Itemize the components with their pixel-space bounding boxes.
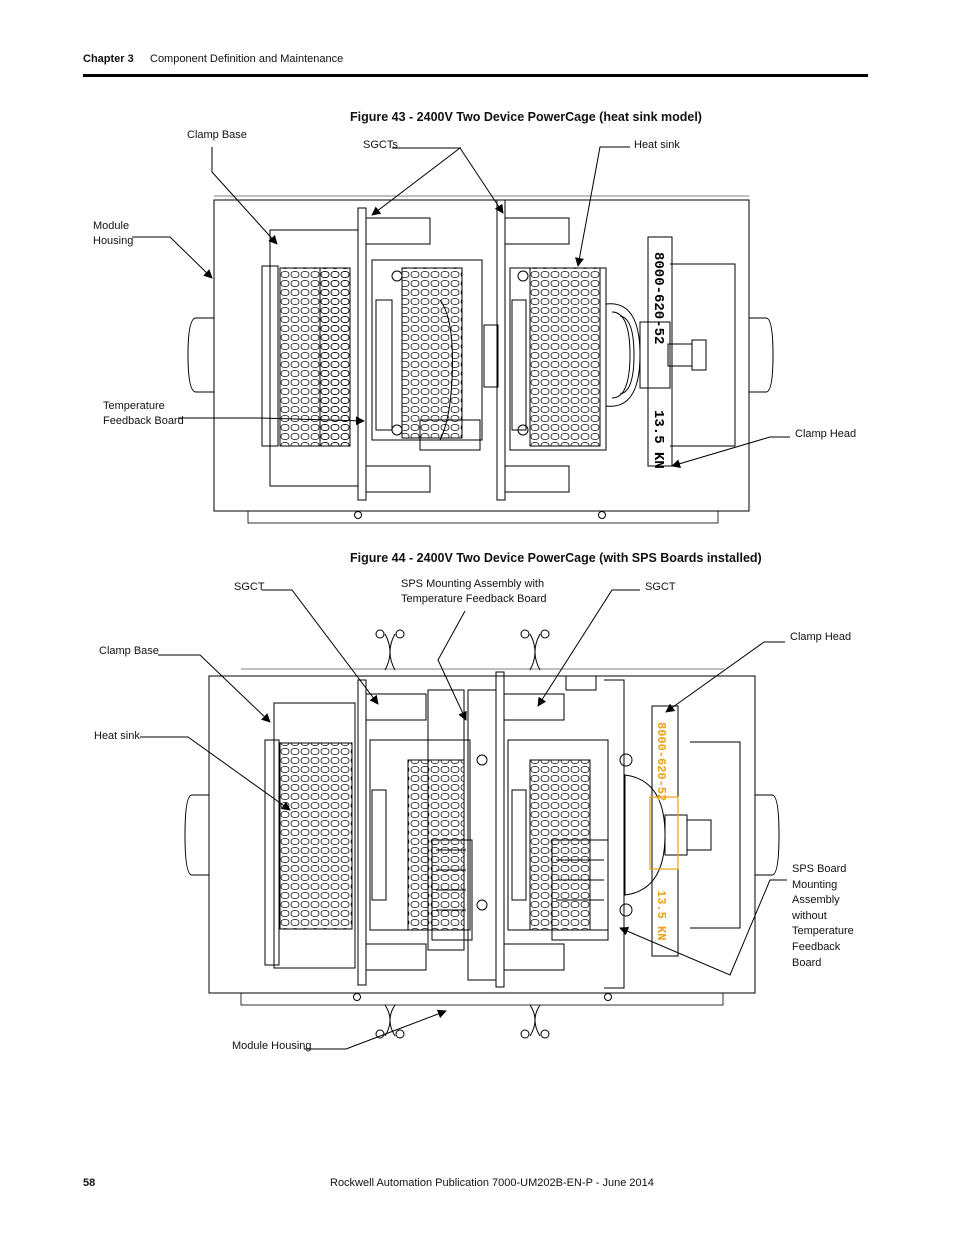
fig43-sgct-2 [496,199,506,501]
fig44-sps-board-line7: Board [792,956,822,969]
fig43-label-clamp-base: Clamp Base [187,129,247,141]
figure-43-drawing [187,195,774,524]
fig43-part-number-stamp: 8000-620-52 [650,252,666,344]
fig44-label-sps-mounting-line1: SPS Mounting Assembly with [401,578,545,590]
section-title: Component Definition and Maintenance [150,53,344,65]
fig43-label-sgcts: SGCTs [363,139,398,151]
fig44-sps-board-line6: Feedback [792,940,841,953]
fig43-label-heat-sink: Heat sink [634,139,680,151]
fig44-clamp-base [273,702,356,969]
fig43-rating-stamp: 13.5 KN [650,410,666,469]
fig44-label-clamp-base: Clamp Base [99,645,159,657]
chapter-label: Chapter 3 [83,53,134,65]
fig43-label-module-housing-line2: Housing [93,235,134,247]
fig43-leader-lines [132,146,790,469]
fig44-sgct-1 [357,679,367,986]
fig44-sps-board-line3: Assembly [792,894,840,907]
fig44-label-clamp-head: Clamp Head [790,631,852,643]
fig43-label-temperature-feedback-board: Temperature Feedback Board [103,399,184,429]
fig44-label-sps-mounting: SPS Mounting Assembly with Temperature F… [401,577,547,607]
fig44-label-sps-mounting-line2: Temperature Feedback Board [401,593,547,605]
fig44-heat-sink-1 [279,742,353,930]
fig43-label-tfb-line1: Temperature [103,400,165,412]
fig44-part-number-stamp: 8000-620-52 [654,722,668,801]
fig44-leader-lines [140,589,787,1050]
fig44-sgct-2 [495,671,505,988]
fig44-label-sgct-right: SGCT [645,581,676,593]
fig43-sgct-1 [357,207,367,501]
fig43-label-module-housing: Module Housing [93,219,133,249]
figure-43-title: Figure 43 - 2400V Two Device PowerCage (… [350,110,702,124]
fig43-heat-sink-2 [529,267,601,447]
fig44-sps-board-line2: Mounting [792,878,838,891]
fig44-clamp-highlight [649,796,679,870]
fig44-sps-board-line5: Temperature [792,925,854,938]
fig44-label-sps-board-mounting: SPS Board Mounting Assembly without Temp… [792,862,854,971]
fig44-label-sgct-left: SGCT [234,581,265,593]
fig44-heat-sink-2 [529,759,591,931]
figure-44-title: Figure 44 - 2400V Two Device PowerCage (… [350,551,762,565]
fig43-label-tfb-line2: Feedback Board [103,415,184,427]
fig44-sps-assembly-1 [427,689,465,951]
fig44-rating-stamp: 13.5 KN [654,890,668,940]
fig43-clamp-head [647,236,673,467]
fig44-label-module-housing: Module Housing [232,1040,312,1052]
publication-footer: Rockwell Automation Publication 7000-UM2… [330,1177,654,1189]
fig44-lifting-lugs [375,629,550,1039]
fig43-label-clamp-head: Clamp Head [795,428,857,440]
fig44-sps-board-line1: SPS Board [792,863,847,875]
page-number: 58 [83,1177,96,1189]
fig44-sps-assembly-2 [551,839,609,941]
fig44-label-heat-sink: Heat sink [94,730,140,742]
fig43-label-module-housing-line1: Module [93,220,130,232]
header-rule [83,74,868,77]
figure-44-drawing [184,629,780,1039]
fig44-sps-board-line4: without [792,909,827,922]
